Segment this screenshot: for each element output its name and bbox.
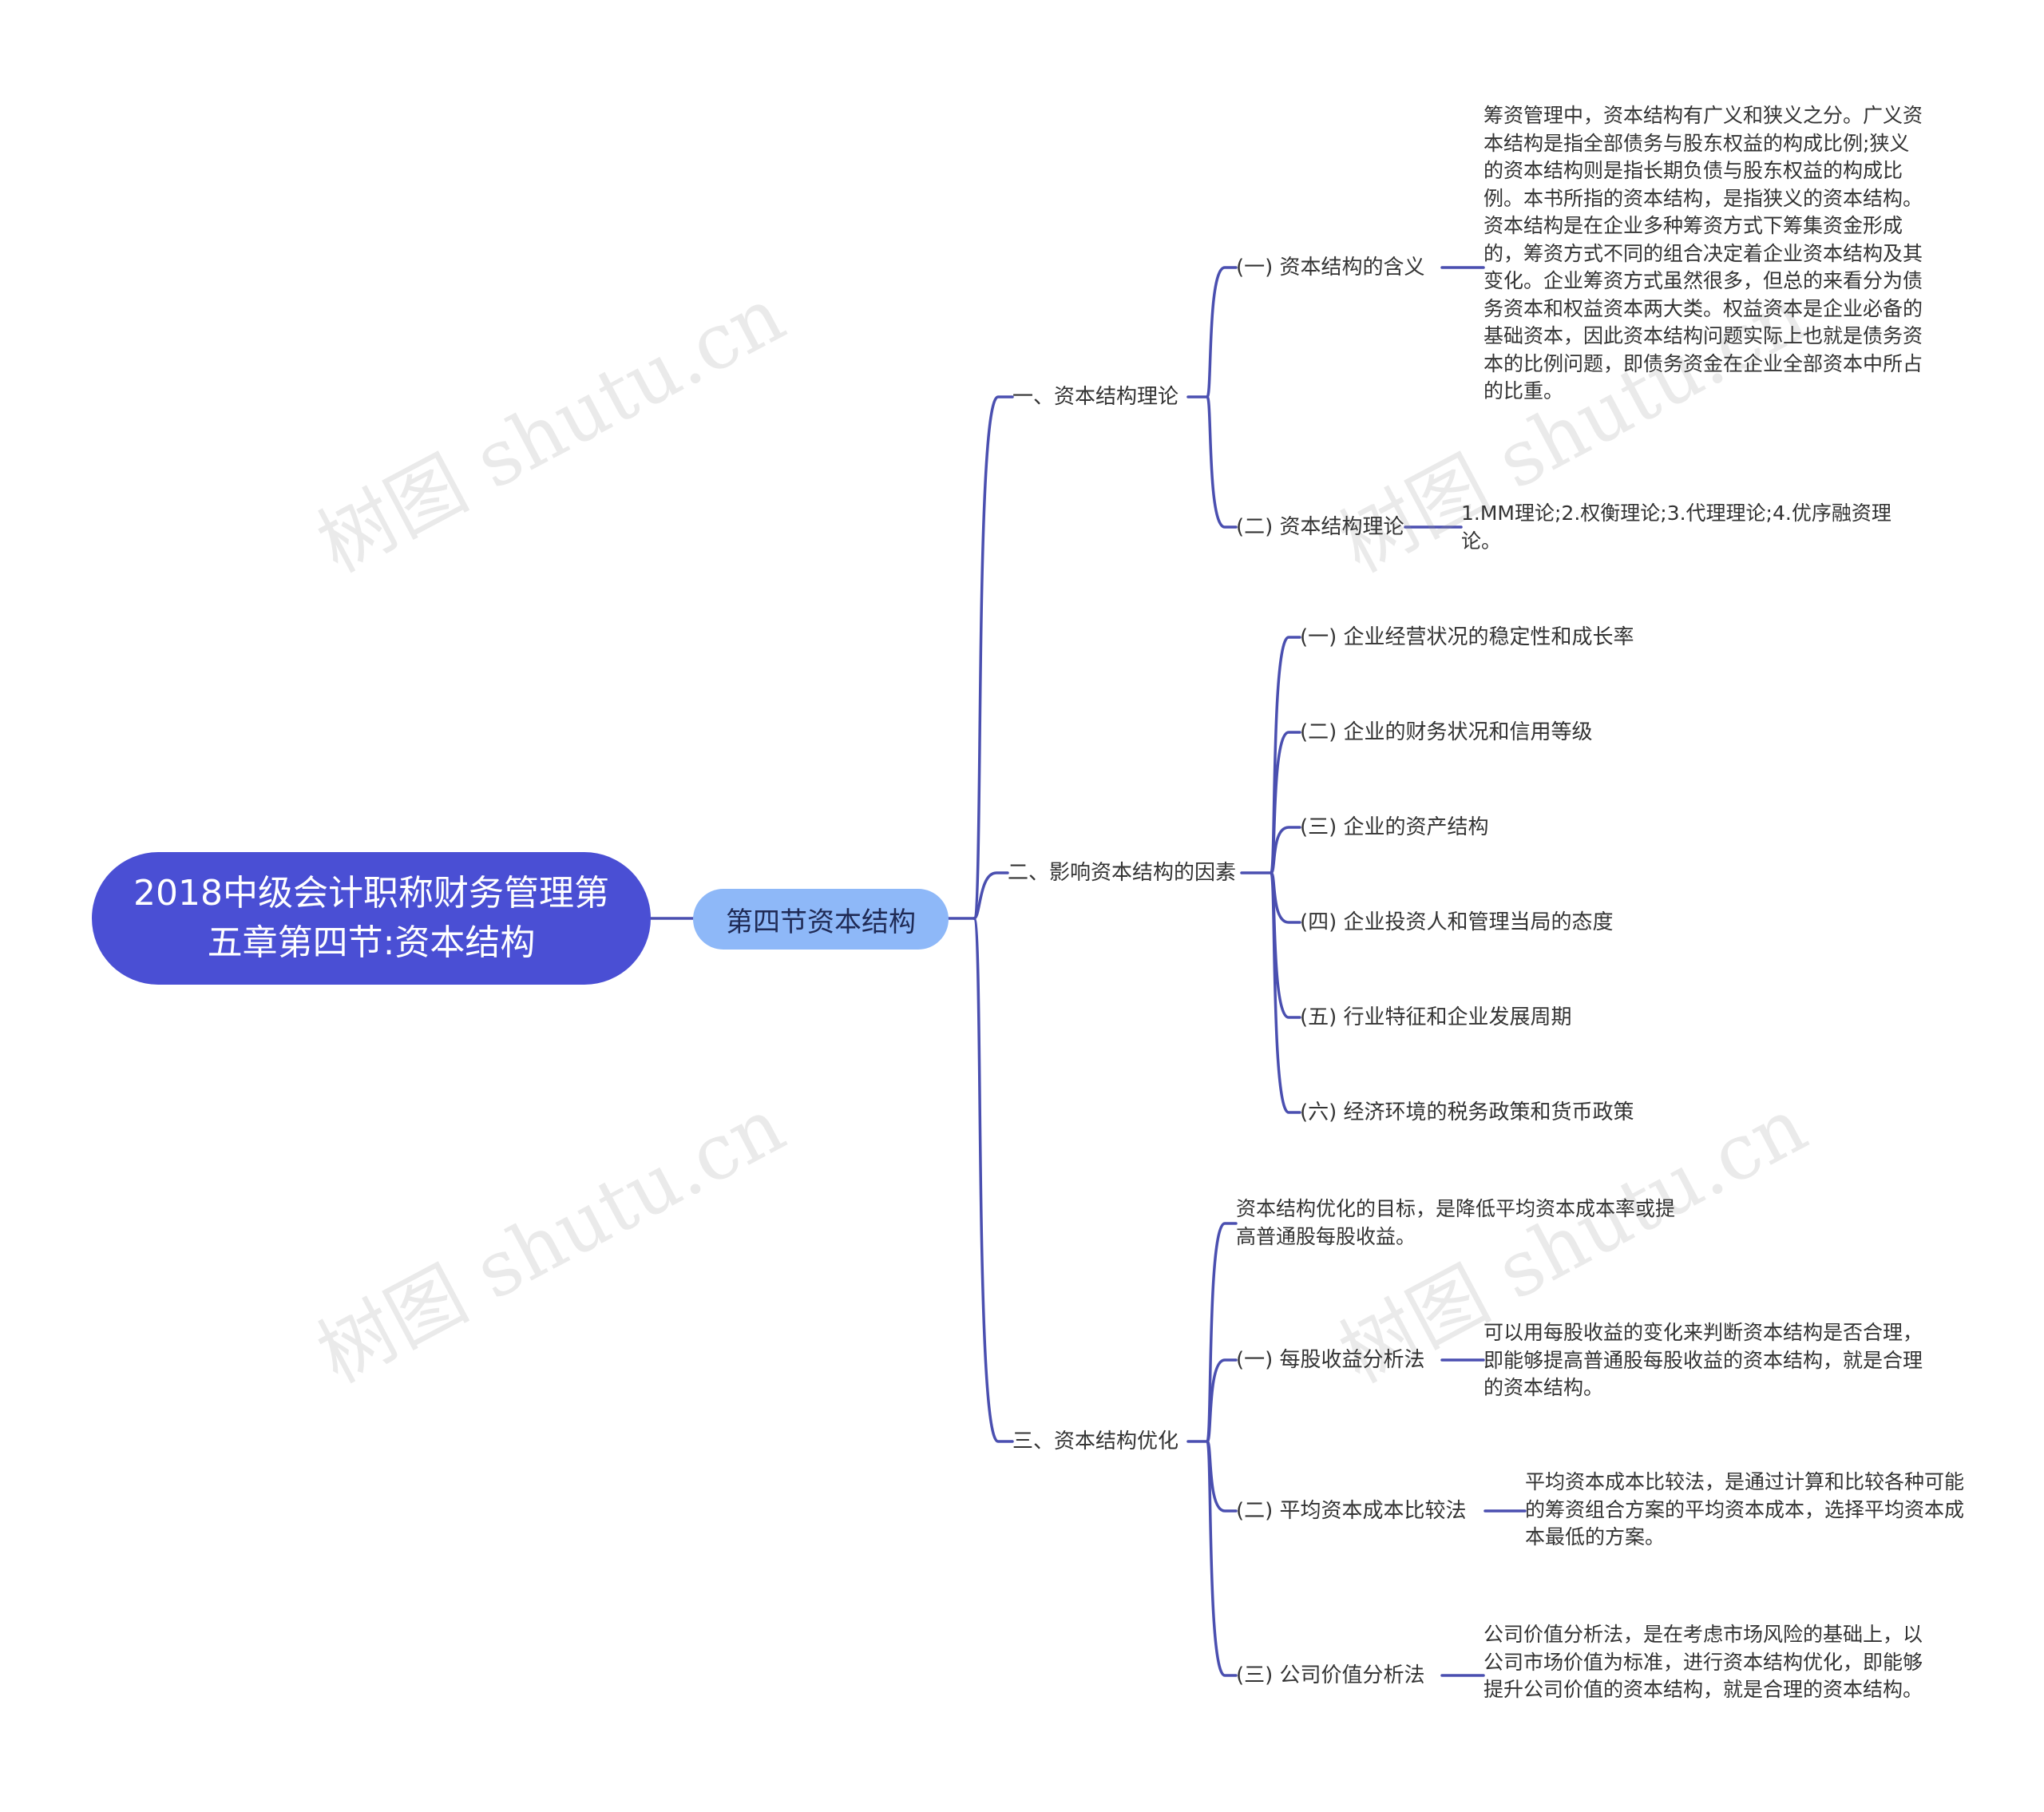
- s1-b-text: 1.MM理论;2.权衡理论;3.代理理论;4.优序融资理论。: [1461, 502, 1891, 553]
- center-label: 第四节资本结构: [726, 906, 916, 938]
- s2-item-6[interactable]: (六) 经济环境的税务政策和货币政策: [1300, 1100, 1634, 1124]
- center-node[interactable]: 第四节资本结构: [693, 889, 949, 950]
- section-3-node[interactable]: 三、资本结构优化: [1012, 1429, 1179, 1453]
- s2-item-5[interactable]: (五) 行业特征和企业发展周期: [1300, 1005, 1572, 1029]
- edge-center-s1: [972, 395, 1014, 920]
- s2-item-2[interactable]: (二) 企业的财务状况和信用等级: [1300, 720, 1593, 744]
- s1-a-text: 筹资管理中，资本结构有广义和狭义之分。广义资本结构是指全部债务与股东权益的构成比…: [1483, 104, 1923, 402]
- edge-center-s2: [972, 871, 1009, 920]
- s2-item-3[interactable]: (三) 企业的资产结构: [1300, 815, 1489, 839]
- edge-s3-c: [1206, 1440, 1238, 1677]
- s3-c-text: 公司价值分析法，是在考虑市场风险的基础上，以公司市场价值为标准，进行资本结构优化…: [1483, 1623, 1923, 1701]
- s3-b-node[interactable]: (二) 平均资本成本比较法: [1236, 1499, 1467, 1523]
- s3-a-node[interactable]: (一) 每股收益分析法: [1236, 1348, 1425, 1372]
- s3-goal-text[interactable]: 资本结构优化的目标，是降低平均资本成本率或提高普通股每股收益。: [1236, 1197, 1676, 1248]
- edge-s1-a: [1206, 266, 1238, 398]
- s2-item-1[interactable]: (一) 企业经营状况的稳定性和成长率: [1300, 625, 1634, 649]
- s3-c-node[interactable]: (三) 公司价值分析法: [1236, 1663, 1425, 1687]
- edge-s1-b: [1206, 395, 1238, 529]
- edge-center-s3: [972, 917, 1014, 1443]
- section-2-node[interactable]: 二、影响资本结构的因素: [1008, 861, 1237, 885]
- edge-s3-a: [1206, 1358, 1238, 1443]
- s1-b-node[interactable]: (二) 资本结构理论: [1236, 515, 1404, 539]
- edge-s2-i2: [1270, 826, 1301, 874]
- edge-s2-i5: [1270, 871, 1301, 1114]
- edge-s3-b: [1206, 1440, 1238, 1513]
- edge-s2-i0: [1270, 636, 1301, 874]
- root-node[interactable]: 2018中级会计职称财务管理第五章第四节:资本结构: [92, 852, 651, 985]
- s2-item-4[interactable]: (四) 企业投资人和管理当局的态度: [1300, 910, 1614, 934]
- section-1-node[interactable]: 一、资本结构理论: [1012, 385, 1179, 409]
- s3-b-text: 平均资本成本比较法，是通过计算和比较各种可能的筹资组合方案的平均资本成本，选择平…: [1525, 1470, 1965, 1548]
- root-title: 2018中级会计职称财务管理第五章第四节:资本结构: [133, 873, 609, 963]
- s1-a-node[interactable]: (一) 资本结构的含义: [1236, 256, 1425, 280]
- s3-a-text: 可以用每股收益的变化来判断资本结构是否合理，即能够提高普通股每股收益的资本结构，…: [1483, 1321, 1923, 1399]
